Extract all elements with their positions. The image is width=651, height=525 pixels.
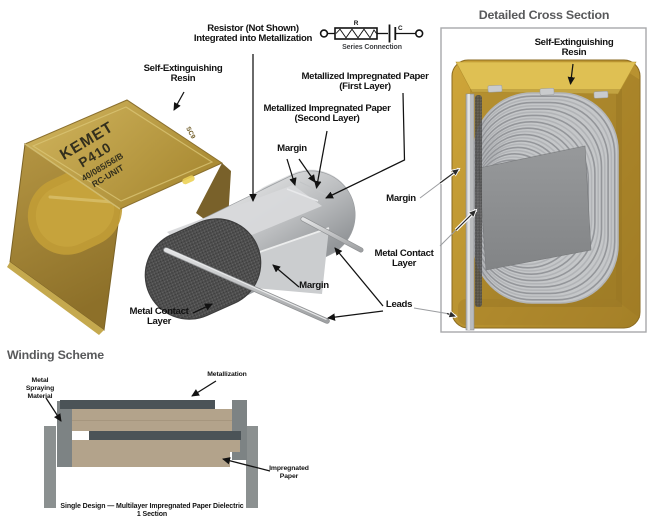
winding-scheme-diagram	[44, 400, 258, 508]
arrow-self-extinguishing-panel	[567, 63, 576, 85]
winding-front-face	[245, 228, 329, 294]
label-capacitor-symbol: C	[398, 25, 403, 32]
xs-case-bottom-shade	[458, 299, 622, 325]
label-line: Self-Extinguishing	[534, 36, 614, 48]
label-line: Impregnated	[269, 465, 309, 472]
case-top-bevel	[31, 106, 214, 202]
ws-left-outer-bar	[44, 426, 56, 508]
label-line: Single Design — Multilayer Impregnated P…	[60, 502, 244, 510]
label-margin-panel: Margin	[386, 192, 416, 204]
arrow-leads-to-panel	[413, 307, 456, 317]
label-line: Layer	[391, 257, 417, 269]
arrow-impregnated-paper	[222, 457, 271, 472]
label-margin-front: Margin	[299, 280, 329, 291]
arrow-margin-top-right	[298, 158, 316, 183]
terminal-left	[319, 29, 329, 38]
cross-section-title: Detailed Cross Section	[478, 8, 610, 22]
arrow-metal-spraying	[45, 397, 62, 422]
arrow-paper-second-layer	[314, 130, 328, 189]
arrow-leads-upper	[334, 247, 384, 307]
label-line: (Second Layer)	[294, 113, 360, 125]
case-bottom-bevel	[7, 262, 104, 335]
arrow-metal-contact-main	[192, 303, 213, 314]
label-line: Resin	[561, 46, 587, 58]
series-connection-schematic	[319, 24, 424, 43]
label-margin-top: Margin	[277, 143, 307, 154]
label-leads: Leads	[385, 299, 413, 310]
lead-upper	[300, 216, 364, 253]
label-resistor-note: Resistor (Not Shown) Integrated into Met…	[193, 23, 313, 45]
lead-lower	[163, 247, 330, 324]
label-line: Metallized Impregnated Paper	[263, 103, 391, 114]
label-metal-spraying: Metal Spraying Material	[26, 377, 54, 401]
label-line: Metallized Impregnated Paper	[301, 71, 429, 82]
label-metal-contact-panel: Metal Contact Layer	[374, 247, 434, 270]
resin-case-3d: KEMET P410 40/085/56/B RC-UNIT SC9	[7, 99, 231, 335]
ws-margin-gap	[72, 431, 89, 440]
winding-scheme-title: Winding Scheme	[7, 348, 104, 362]
arrow-margin-panel	[419, 167, 459, 199]
arrow-paper-first-layer	[325, 92, 406, 199]
label-line: Metal Contact	[374, 247, 434, 259]
arrow-margin-front	[272, 264, 300, 288]
arrow-margin-top-left	[286, 158, 297, 186]
label-line: Resistor (Not Shown)	[207, 23, 299, 34]
terminal-right	[415, 29, 424, 38]
label-line: Spraying	[25, 385, 55, 393]
arrow-metal-contact-panel	[439, 210, 476, 247]
margin-edge-top-1	[286, 188, 319, 202]
cross-section-panel	[440, 27, 647, 333]
label-resistor-symbol: R	[353, 19, 359, 27]
winding-scheme-caption: Single Design — Multilayer Impregnated P…	[60, 503, 243, 521]
label-paper-first-layer: Metallized Impregnated Paper (First Laye…	[301, 71, 429, 93]
label-self-extinguishing-main: Self-Extinguishing Resin	[143, 63, 223, 85]
label-line: Layer	[146, 316, 172, 328]
case-embedded-lead	[48, 195, 114, 204]
label-self-extinguishing-panel: Self-Extinguishing Resin	[534, 36, 614, 59]
label-line: 1 Section	[136, 511, 168, 519]
label-line: Paper	[279, 473, 299, 481]
label-series-connection: Series Connection	[342, 44, 402, 51]
label-line: Metal Contact	[129, 306, 189, 317]
ws-metallization-top	[60, 400, 215, 409]
label-line: Resin	[170, 73, 196, 85]
ws-paper-1	[62, 409, 235, 431]
label-impregnated-paper: Impregnated Paper	[269, 465, 309, 481]
ws-metallization-mid	[89, 431, 241, 440]
xs-cut-face	[478, 145, 592, 271]
label-metal-contact-main: Metal Contact Layer	[129, 306, 189, 328]
label-line: Integrated into Metallization	[193, 33, 313, 45]
arrow-leads-lower	[327, 310, 384, 321]
case-glint	[182, 175, 195, 185]
label-paper-second-layer: Metallized Impregnated Paper (Second Lay…	[263, 103, 391, 125]
label-line: Material	[27, 393, 53, 401]
arrow-self-extinguishing-main	[173, 91, 185, 111]
label-line: Metal	[31, 377, 49, 384]
xs-contact-layer-edge	[475, 95, 482, 307]
arrow-metallization	[191, 380, 217, 397]
label-line: Self-Extinguishing	[143, 63, 223, 74]
margin-edge-top-2	[299, 181, 328, 196]
xs-case-right-shade	[616, 64, 640, 318]
label-line: (First Layer)	[339, 81, 391, 93]
xs-margin-notches	[487, 84, 609, 99]
ws-paper-3	[58, 452, 230, 467]
label-metallization: Metallization	[207, 370, 247, 378]
